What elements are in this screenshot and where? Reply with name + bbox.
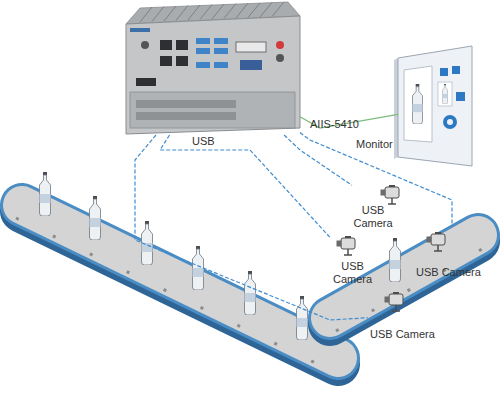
usb-port [214,62,228,68]
ui-tile [456,92,465,101]
camera-icon [381,185,400,204]
pc-front [126,16,300,134]
monitor-panel: Monitor [398,50,472,166]
logo-strip [130,28,150,32]
camera-icon [385,292,404,311]
expansion-bay [130,92,295,128]
camera-label: USB Camera [370,328,435,341]
industrial-pc: AIIS-5410 [125,0,300,135]
audio-jack [276,54,284,62]
ui-button-center [447,119,453,125]
usb-camera: USB Camera [412,226,492,282]
bottle-icon [413,84,423,124]
audio-jack [276,41,284,49]
bottle [245,271,256,315]
ui-tile [452,66,460,74]
bottle-icon [443,84,448,104]
usb-port [214,38,228,44]
usb-port [214,48,228,54]
bottle [390,238,401,282]
usb-cable [135,135,368,320]
usb-port [196,38,210,44]
usb-camera: USB Camera [330,232,375,292]
usb-camera: USB Camera [368,288,443,343]
monitor-illustration [394,46,472,166]
camera-label: USB Camera [416,266,481,279]
vga-port [240,60,262,70]
bottle [193,246,204,290]
usb-cable [284,135,352,185]
panel-face [398,46,472,166]
bottle [297,296,308,340]
bottle [90,196,101,240]
bottle [40,172,51,216]
ui-tile [438,82,452,106]
screen-window [404,66,432,142]
usb-cable [160,135,330,237]
ui-tile [440,68,448,76]
dvi-port [236,42,266,52]
lan-port [176,56,188,66]
usb-port [196,48,210,54]
belt-edge [22,205,338,358]
ui-button [443,115,457,129]
camera-icons [337,185,446,311]
lan-port [160,40,172,50]
lan-port [176,40,188,50]
camera-label: USB Camera [330,260,375,286]
camera-icon [337,236,356,255]
expansion-slot [136,100,236,108]
conveyor-belt [330,235,484,331]
serial-port [136,78,156,86]
usb-port [196,62,210,68]
belt-surface [22,205,338,358]
power-button [141,41,149,49]
monitor-label: Monitor [356,138,393,151]
panel-side [394,58,398,159]
conveyor-belt [16,205,338,371]
device-label: AIIS-5410 [310,118,359,131]
expansion-slot [136,112,236,120]
lan-port [160,56,172,66]
camera-label: USB Camera [352,204,394,230]
usb-camera: USB Camera [352,180,407,228]
industrial-pc-illustration [126,2,300,134]
bottles [40,172,401,340]
belt-rollers [16,218,332,371]
cable-label: USB [192,135,215,148]
camera-icon [427,232,446,251]
